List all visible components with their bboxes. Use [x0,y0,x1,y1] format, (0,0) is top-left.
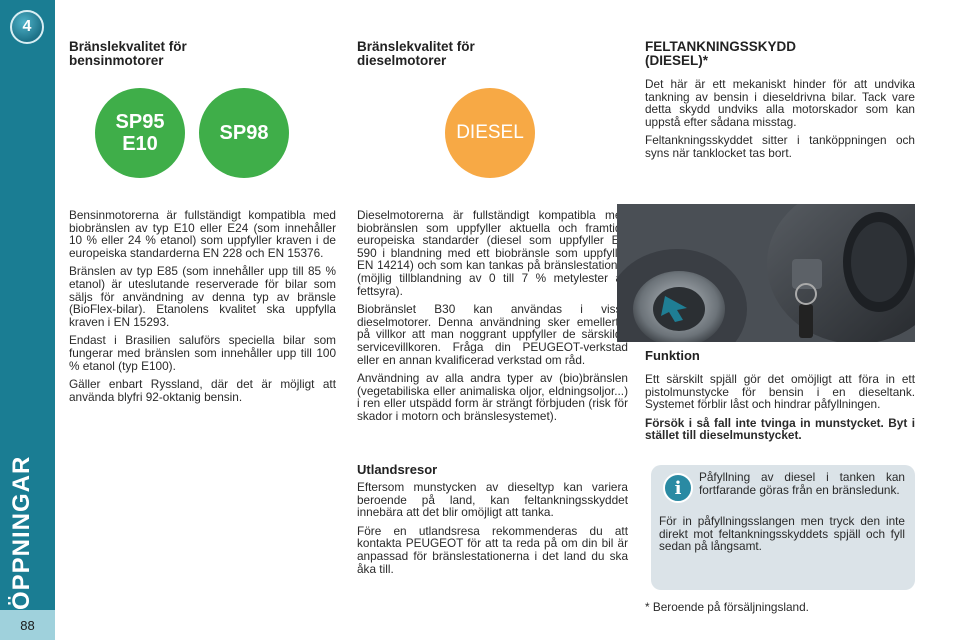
travel-section: Utlandsresor Eftersom munstycken av dies… [357,462,628,581]
sp98-label: SP98 [219,122,269,144]
sidebar: 4 ÖPPNINGAR 88 [0,0,55,640]
diesel-badge: DIESEL [445,88,535,178]
fuel-filler-illustration [617,204,915,342]
petrol-heading: Bränslekvalitet för bensinmotorer [69,39,187,68]
diesel-text: Dieselmotorerna är fullständigt kompatib… [357,209,628,423]
sp95-label: SP95 [115,111,165,133]
info-paragraph: Påfyllning av diesel i tanken kan fortfa… [699,470,905,497]
sp95-e10-badge: SP95 E10 [95,88,185,178]
function-paragraph: Ett särskilt spjäll gör det omöjligt att… [645,372,915,412]
diesel-heading: Bränslekvalitet för dieselmotorer [357,39,475,68]
petrol-paragraph: Bensinmotorerna är fullständigt kompatib… [69,208,336,260]
petrol-column: Bränslekvalitet för bensinmotorer SP95 E… [69,40,336,409]
footnote: * Beroende på försäljningsland. [645,600,809,614]
travel-heading: Utlandsresor [357,462,438,477]
page-number: 88 [0,610,55,640]
diesel-paragraph: Användning av alla andra typer av (bio)b… [357,371,628,423]
petrol-paragraph: Bränslen av typ E85 (som innehåller upp … [69,264,336,329]
info-text-2: För in påfyllningsslangen men tryck den … [659,515,905,559]
diesel-paragraph: Biobränslet B30 kan användas i vissa die… [357,302,628,367]
diesel-column: Bränslekvalitet för dieselmotorer DIESEL… [357,39,628,575]
diesel-badges: DIESEL [445,88,628,180]
e10-label: E10 [122,133,158,155]
function-heading: Funktion [645,348,700,363]
diesel-paragraph: Dieselmotorerna är fullständigt kompatib… [357,208,628,298]
function-section: Funktion Ett särskilt spjäll gör det omö… [645,348,915,448]
warning-text: Försök i så fall inte tvinga in munstyck… [645,415,915,443]
petrol-text: Bensinmotorerna är fullständigt kompatib… [69,209,336,403]
info-text-1: Påfyllning av diesel i tanken kan fortfa… [699,471,905,502]
misfuel-column: FELTANKNINGSSKYDD (DIESEL)* Det här är e… [645,39,915,442]
info-paragraph: För in påfyllningsslangen men tryck den … [659,514,905,554]
misfuel-paragraph: Feltankningsskyddet sitter i tanköppning… [645,133,915,160]
sp98-badge: SP98 [199,88,289,178]
petrol-paragraph: Gäller enbart Ryssland, där det är möjli… [69,377,336,404]
petrol-badges: SP95 E10 SP98 [95,88,336,180]
info-box: i Påfyllning av diesel i tanken kan fort… [651,465,915,590]
petrol-paragraph: Endast i Brasilien saluförs speciella bi… [69,333,336,373]
diesel-label: DIESEL [456,122,524,143]
chapter-badge: 4 [10,10,44,44]
section-title: ÖPPNINGAR [8,455,35,610]
fuel-filler-photo [617,204,915,342]
misfuel-paragraph: Det här är ett mekaniskt hinder för att … [645,77,915,129]
misfuel-heading: FELTANKNINGSSKYDD (DIESEL)* [645,39,796,68]
info-icon: i [663,473,693,503]
travel-paragraph: Eftersom munstycken av dieseltyp kan var… [357,480,628,520]
travel-paragraph: Före en utlandsresa rekommenderas du att… [357,523,628,576]
